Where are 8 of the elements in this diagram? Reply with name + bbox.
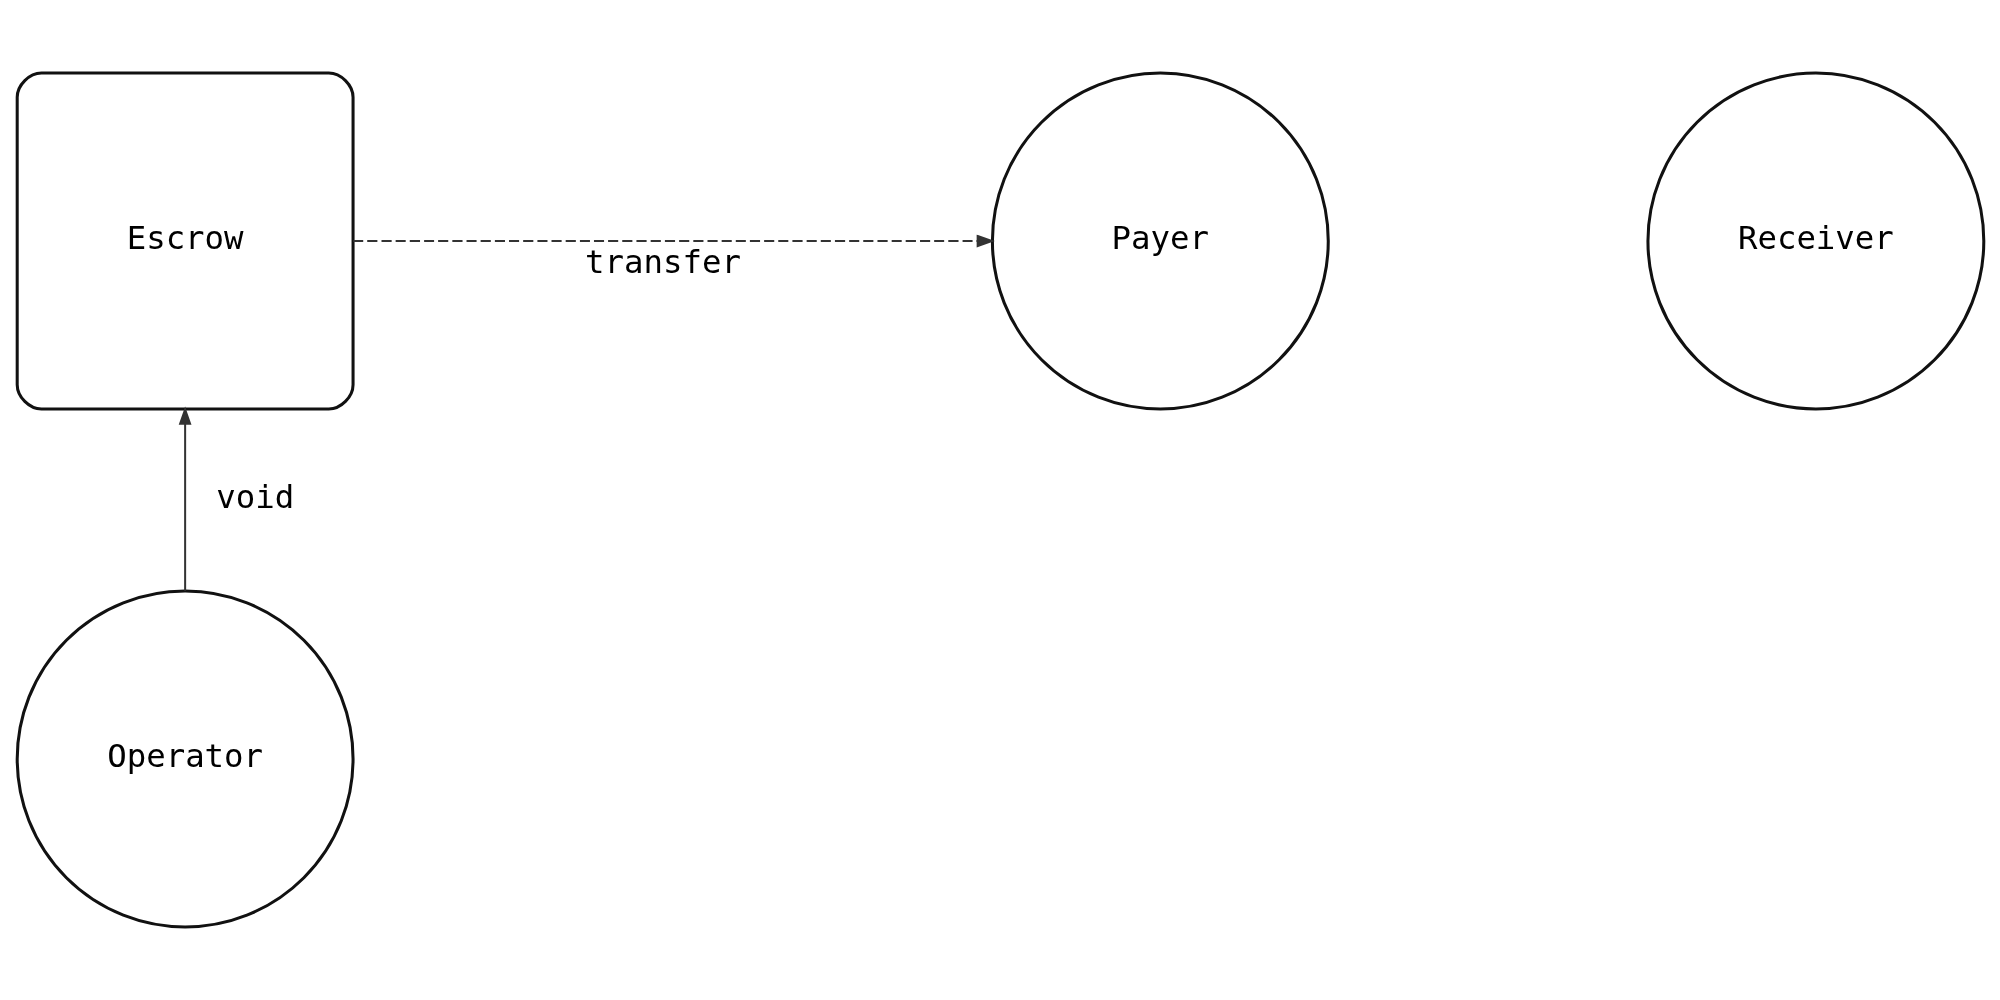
node-circle: Operator xyxy=(15,589,355,929)
edge-label: void xyxy=(215,477,294,516)
arrow xyxy=(352,234,995,248)
node-box: Escrow xyxy=(15,71,355,411)
edge-label: transfer xyxy=(584,242,741,281)
node-circle: Receiver xyxy=(1645,71,1985,411)
arrow xyxy=(178,406,191,591)
node-circle: Payer xyxy=(990,71,1330,411)
